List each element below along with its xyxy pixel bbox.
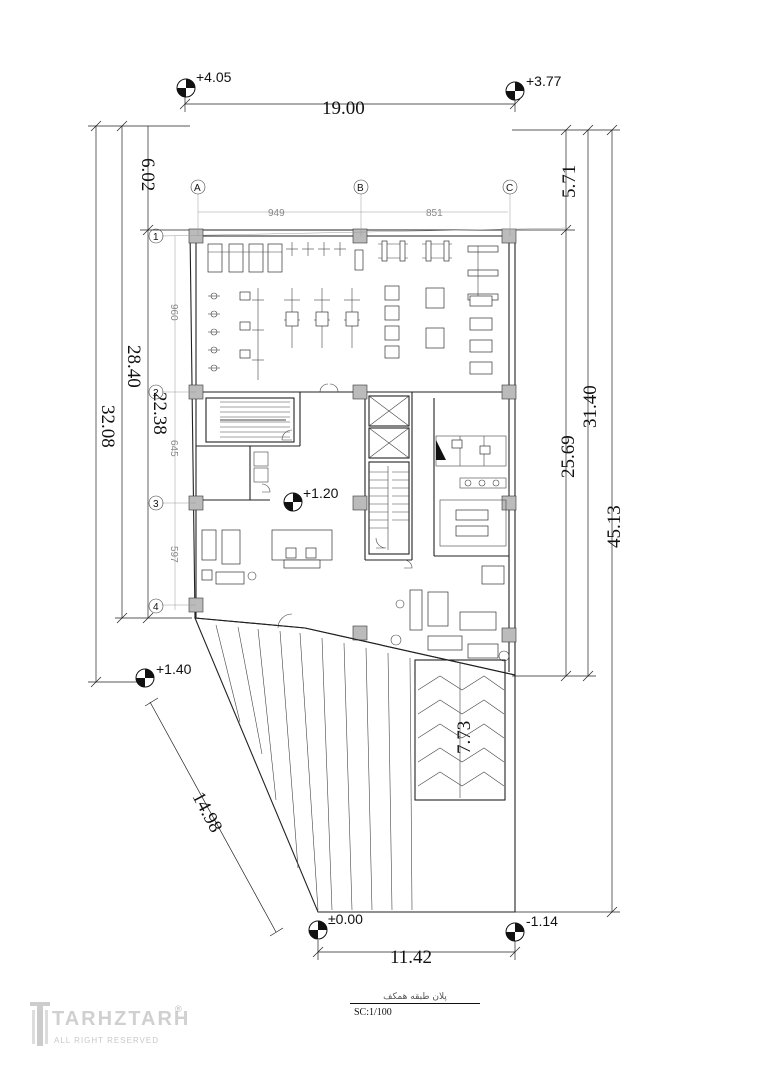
title-block: پلان طبقه همکف SC:1/100 <box>350 992 480 1018</box>
level-top-left: +4.05 <box>196 69 232 85</box>
level-center: +1.20 <box>303 485 339 501</box>
logo-name: TARHZTARH <box>52 1008 191 1030</box>
axis-label-4: 4 <box>153 602 159 613</box>
dim-left-third: 22.38 <box>149 392 170 435</box>
parking-area <box>194 617 516 913</box>
level-top-right: +3.77 <box>526 73 562 89</box>
grid-axis-lines <box>161 194 571 606</box>
dim-diagonal: 14.98 <box>188 788 227 836</box>
doors <box>261 383 413 629</box>
dim-right-outer: 45.13 <box>604 505 625 548</box>
gym-equipment <box>207 240 499 380</box>
level-markers <box>135 78 525 942</box>
building-outline <box>189 229 516 676</box>
axis-label-3: 3 <box>153 499 159 510</box>
dim-ramp: 7.73 <box>454 721 475 754</box>
stairs-and-elevators <box>205 395 410 555</box>
logo-tagline: ALL RIGHT RESERVED <box>54 1036 159 1045</box>
dimension-lines <box>88 92 620 960</box>
dim-left-top: 6.02 <box>137 158 158 191</box>
subdim-row1: 960 <box>168 304 179 321</box>
subdim-row3: 597 <box>168 546 179 563</box>
dim-left-outer: 32.08 <box>97 405 118 448</box>
drawing-scale: SC:1/100 <box>354 1007 392 1018</box>
structural-columns <box>188 228 517 643</box>
axis-label-1: 1 <box>153 232 159 243</box>
logo-mark-icon <box>30 1002 50 1046</box>
axis-label-c: C <box>506 183 513 194</box>
watermark-logo: TARHZTARH ® ALL RIGHT RESERVED <box>30 1000 190 1055</box>
dim-top-width: 19.00 <box>322 98 365 119</box>
lounge-furniture <box>201 529 510 662</box>
subdim-row2: 645 <box>168 440 179 457</box>
axis-label-a: A <box>194 183 201 194</box>
axis-label-2: 2 <box>153 388 159 399</box>
dim-right-top: 5.71 <box>559 165 580 198</box>
axis-label-b: B <box>357 183 364 194</box>
subdim-ab: 949 <box>268 208 285 219</box>
level-bottom-left: ±0.00 <box>328 911 363 927</box>
service-rooms <box>253 435 507 547</box>
logo-registered: ® <box>175 1004 182 1014</box>
level-left-mid: +1.40 <box>156 661 192 677</box>
level-bottom-right: -1.14 <box>526 913 558 929</box>
dim-left-second: 28.40 <box>123 345 144 388</box>
dim-right-inner: 25.69 <box>558 435 579 478</box>
grid-axis-bubbles <box>148 179 518 614</box>
drawing-title: پلان طبقه همکف <box>350 992 480 1004</box>
subdim-bc: 851 <box>426 208 443 219</box>
dim-bottom-width: 11.42 <box>390 947 432 968</box>
dim-right-second: 31.40 <box>580 385 601 428</box>
